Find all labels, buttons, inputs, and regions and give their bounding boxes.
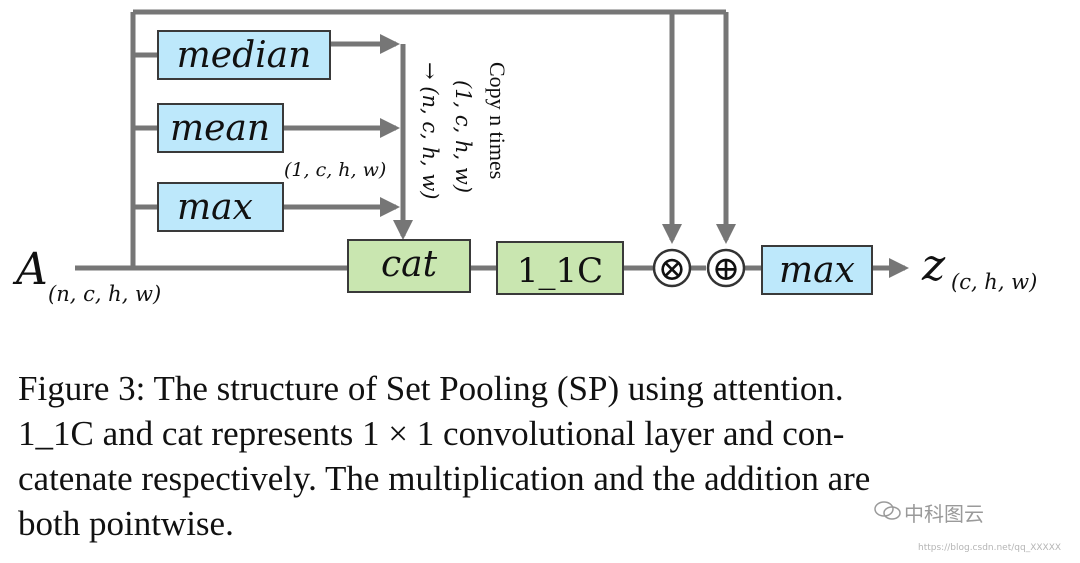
figure-caption: Figure 3: The structure of Set Pooling (… — [18, 366, 1068, 546]
max-left-label: max — [177, 187, 253, 228]
caption-line-1: Figure 3: The structure of Set Pooling (… — [18, 369, 844, 408]
max-right-box — [761, 245, 873, 295]
mean-label: mean — [170, 108, 270, 149]
conv-box — [496, 241, 624, 295]
max-right-label: max — [779, 250, 855, 291]
mean-box — [157, 103, 284, 153]
input-shape: (n, c, h, w) — [48, 282, 161, 306]
copy-note-line2: (1, c, h, w) — [451, 80, 475, 193]
cat-label: cat — [381, 244, 438, 285]
median-box — [157, 30, 331, 80]
output-shape: (c, h, w) — [951, 270, 1037, 294]
copy-note-line3: → (n, c, h, w) — [418, 62, 442, 200]
caption-line-3: catenate respectively. The multiplicatio… — [18, 459, 871, 498]
watermark-url: https://blog.csdn.net/qq_XXXXX — [918, 543, 1062, 553]
stat-shape-label: (1, c, h, w) — [284, 159, 386, 181]
add-symbol: ⊕ — [712, 249, 741, 289]
conv-label: 1_1C — [517, 251, 603, 291]
caption-line-4: both pointwise. — [18, 504, 234, 543]
input-symbol: A — [12, 244, 48, 295]
output-symbol: z — [921, 240, 946, 291]
add-operator — [706, 248, 746, 288]
multiply-symbol: ⊗ — [658, 249, 687, 289]
multiply-operator — [652, 248, 692, 288]
wechat-logo-icon — [874, 501, 901, 520]
median-label: median — [177, 35, 312, 76]
cat-box — [347, 239, 471, 293]
max-left-box — [157, 182, 284, 232]
copy-note-line1: Copy n times — [485, 62, 510, 179]
watermark-brand: 中科图云 — [904, 502, 984, 526]
set-pooling-diagram: median mean max cat 1_1C ⊗ ⊕ max A (n, c… — [12, 9, 1037, 306]
caption-line-2: 1_1C and cat represents 1 × 1 convolutio… — [18, 414, 845, 453]
